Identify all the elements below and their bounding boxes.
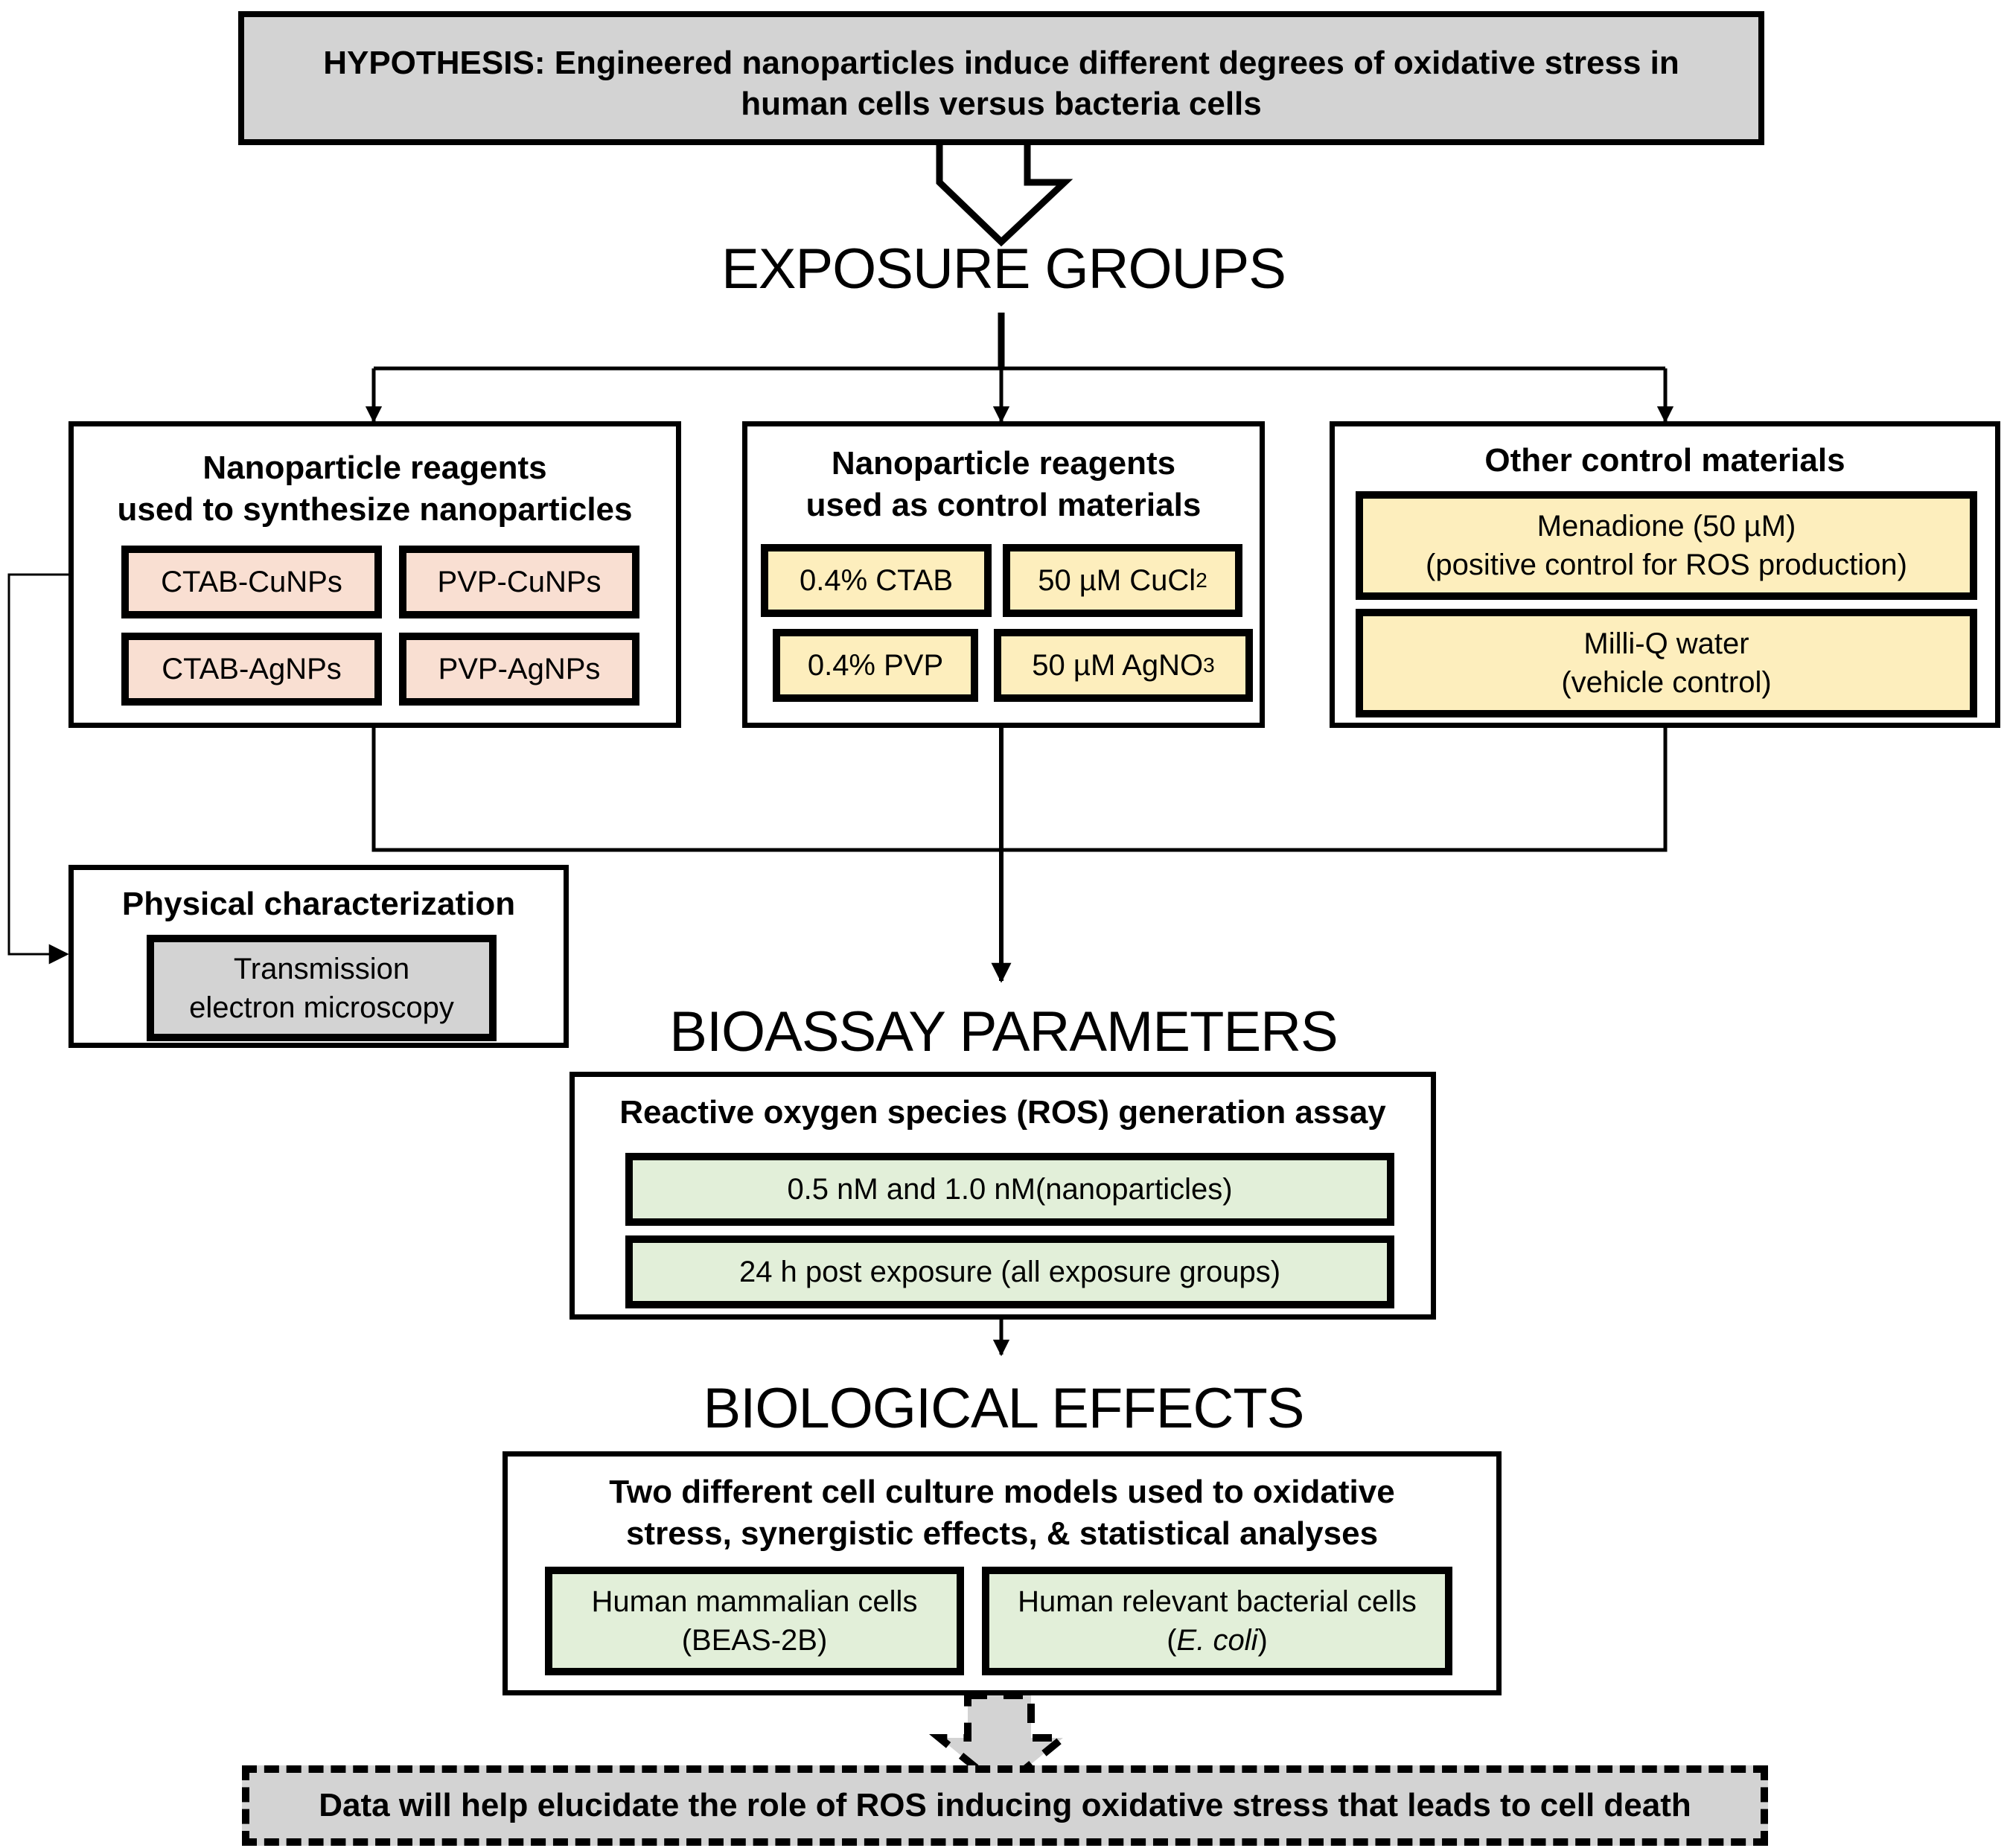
ros-time-item: 24 h post exposure (all exposure groups) <box>625 1235 1394 1308</box>
human-mammalian-cells-item: Human mammalian cells (BEAS-2B) <box>545 1567 964 1675</box>
cell-models-box: Two different cell culture models used t… <box>502 1451 1502 1695</box>
control-pvp: 0.4% PVP <box>773 629 978 702</box>
reagent-pvp-cunps: PVP-CuNPs <box>399 546 639 618</box>
other-controls-title: Other control materials <box>1484 442 1845 479</box>
control-reagents-title: Nanoparticle reagents used as control ma… <box>805 445 1202 523</box>
ros-assay-box: Reactive oxygen species (ROS) generation… <box>569 1072 1436 1320</box>
bacterial-cells-item: Human relevant bacterial cells (E. coli) <box>982 1567 1452 1675</box>
hypothesis-line-2: human cells versus bacteria cells <box>741 86 1262 122</box>
conclusion-box: Data will help elucidate the role of ROS… <box>242 1765 1768 1846</box>
biological-effects-heading: BIOLOGICAL EFFECTS <box>703 1377 1305 1440</box>
synthesis-reagents-box: Nanoparticle reagents used to synthesize… <box>68 421 681 728</box>
other-controls-box: Other control materials Menadione (50 µM… <box>1330 421 2000 728</box>
tem-item: Transmission electron microscopy <box>147 935 497 1041</box>
hypothesis-line-1: HYPOTHESIS: Engineered nanoparticles ind… <box>323 45 1679 81</box>
control-milliq-water: Milli-Q water (vehicle control) <box>1356 609 1977 717</box>
bioassay-parameters-heading: BIOASSAY PARAMETERS <box>669 1000 1338 1064</box>
reagent-ctab-cunps: CTAB-CuNPs <box>121 546 382 618</box>
hypothesis-box: HYPOTHESIS: Engineered nanoparticles ind… <box>238 11 1764 145</box>
control-menadione: Menadione (50 µM) (positive control for … <box>1356 491 1977 600</box>
hypothesis-down-arrow <box>936 134 1073 247</box>
physical-characterization-title: Physical characterization <box>121 886 516 922</box>
merge-line <box>371 726 1668 852</box>
ros-assay-title: Reactive oxygen species (ROS) generation… <box>619 1094 1386 1131</box>
cell-models-title: Two different cell culture models used t… <box>609 1474 1395 1552</box>
synthesis-reagents-title: Nanoparticle reagents used to synthesize… <box>117 450 633 528</box>
arrow-to-physical-box <box>7 573 69 965</box>
reagent-pvp-agnps: PVP-AgNPs <box>399 633 639 706</box>
ros-dose-item: 0.5 nM and 1.0 nM(nanoparticles) <box>625 1153 1394 1226</box>
conclusion-down-arrow <box>929 1692 1073 1794</box>
physical-characterization-box: Physical characterization Transmission e… <box>68 865 569 1048</box>
conclusion-text: Data will help elucidate the role of ROS… <box>319 1787 1691 1823</box>
exposure-groups-heading: EXPOSURE GROUPS <box>721 237 1286 301</box>
control-reagents-box: Nanoparticle reagents used as control ma… <box>742 421 1265 728</box>
control-ctab: 0.4% CTAB <box>761 544 992 617</box>
reagent-ctab-agnps: CTAB-AgNPs <box>121 633 382 706</box>
